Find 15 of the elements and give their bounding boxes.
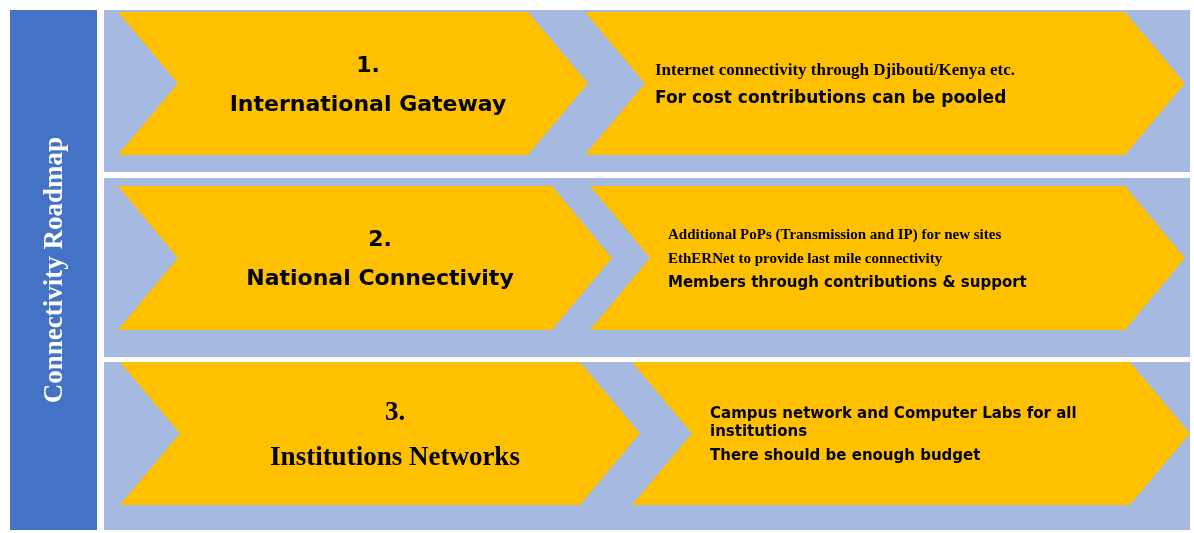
banner-title: Connectivity Roadmap bbox=[38, 136, 69, 404]
step-description: Members through contributions & support bbox=[668, 273, 1028, 291]
step-number: 3. bbox=[383, 395, 407, 427]
step-number: 1. bbox=[355, 51, 381, 77]
vertical-banner bbox=[10, 10, 97, 530]
step-title: International Gateway bbox=[228, 90, 508, 116]
step-title: Institutions Networks bbox=[269, 440, 521, 472]
step-description: EthERNet to provide last mile connectivity bbox=[668, 249, 944, 267]
step-description: For cost contributions can be pooled bbox=[655, 86, 1008, 107]
step-description: Additional PoPs (Transmission and IP) for new sites bbox=[668, 225, 1003, 243]
step-description: There should be enough budget bbox=[710, 445, 982, 464]
step-number: 2. bbox=[367, 226, 393, 251]
step-description: Internet connectivity through Djibouti/Kenya etc. bbox=[655, 60, 1016, 81]
step-title: National Connectivity bbox=[245, 265, 515, 290]
step-description: Campus network and Computer Labs for all institutions bbox=[710, 403, 1078, 440]
